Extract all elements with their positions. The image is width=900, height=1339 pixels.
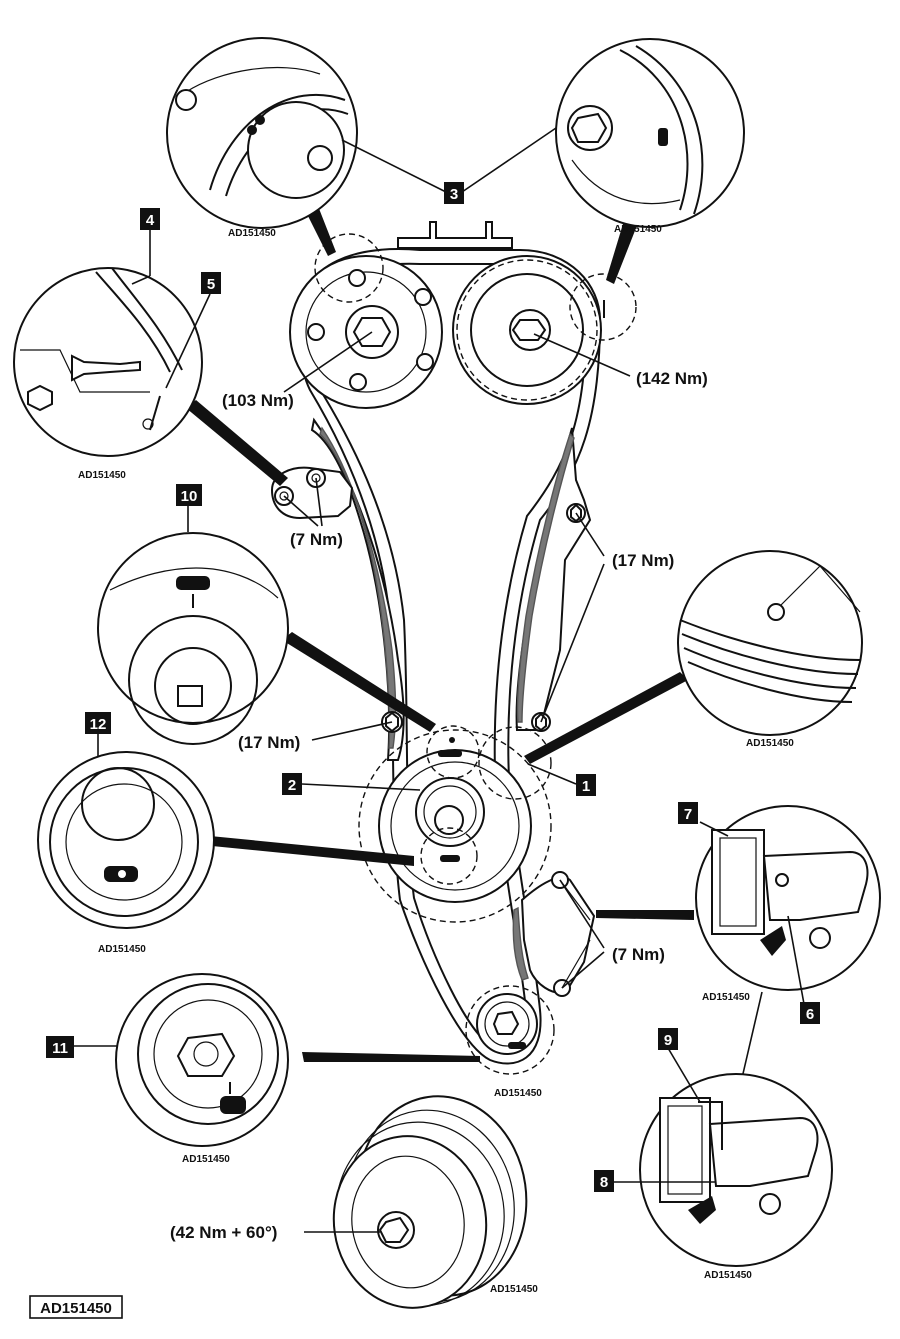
torque-left-guide: (17 Nm) bbox=[238, 721, 393, 752]
oil-pump-sprocket bbox=[465, 985, 555, 1075]
upper-chain-guide bbox=[397, 221, 513, 249]
detail-exhaust-cam-ref: AD151450 bbox=[228, 228, 276, 239]
detail-flywheel-ref: AD151450 bbox=[746, 738, 794, 749]
callout-11: 11 bbox=[46, 1036, 118, 1058]
detail-oil-pump-ref: AD151450 bbox=[182, 1154, 230, 1165]
detail-tensioner-lock bbox=[13, 267, 288, 486]
detail-tensioner-lock-ref: AD151450 bbox=[78, 470, 126, 481]
svg-text:1: 1 bbox=[582, 778, 590, 795]
torque-intake-cam: (142 Nm) bbox=[533, 333, 708, 388]
detail-crank-sprocket-marks bbox=[97, 532, 436, 745]
intake-camshaft-sprocket bbox=[452, 255, 637, 405]
svg-text:9: 9 bbox=[664, 1032, 672, 1049]
detail-oil-pump-sprocket bbox=[115, 973, 480, 1147]
document-id-box: AD151450 bbox=[29, 1295, 123, 1319]
crankshaft-sprocket bbox=[358, 725, 552, 923]
svg-text:11: 11 bbox=[52, 1040, 68, 1057]
detail-intake-cam-marks bbox=[555, 38, 745, 284]
svg-text:3: 3 bbox=[450, 186, 458, 203]
svg-text:2: 2 bbox=[288, 777, 296, 794]
svg-text:(42 Nm + 60°): (42 Nm + 60°) bbox=[170, 1223, 277, 1242]
svg-text:(17 Nm): (17 Nm) bbox=[612, 551, 674, 570]
callout-2: 2 bbox=[282, 773, 421, 795]
svg-text:4: 4 bbox=[146, 212, 155, 229]
svg-text:7: 7 bbox=[684, 806, 692, 823]
detail-crank-gear-ref: AD151450 bbox=[98, 944, 146, 955]
detail-tensioner-release bbox=[596, 805, 881, 991]
detail-crank-gear-marks bbox=[37, 751, 414, 929]
detail-tensioner-pin-ref: AD151450 bbox=[704, 1270, 752, 1281]
callout-4: 4 bbox=[131, 208, 160, 285]
svg-text:6: 6 bbox=[806, 1006, 814, 1023]
torque-right-guide: (17 Nm) bbox=[540, 512, 674, 723]
document-id: AD151450 bbox=[40, 1300, 112, 1317]
oil-pump-sprocket-ref: AD151450 bbox=[494, 1088, 542, 1099]
svg-text:12: 12 bbox=[90, 716, 107, 733]
svg-text:(142 Nm): (142 Nm) bbox=[636, 369, 708, 388]
svg-text:(17 Nm): (17 Nm) bbox=[238, 733, 300, 752]
torque-upper-tensioner: (7 Nm) bbox=[283, 477, 343, 549]
detail-intake-cam-ref: AD151450 bbox=[614, 224, 662, 235]
crank-pulley-ref: AD151450 bbox=[490, 1284, 538, 1295]
crankshaft-pulley bbox=[332, 1095, 528, 1309]
callout-9: 9 bbox=[658, 1028, 701, 1103]
detail-tensioner-pin bbox=[639, 1073, 833, 1267]
svg-text:5: 5 bbox=[207, 276, 215, 293]
torque-lower-tensioner: (7 Nm) bbox=[559, 879, 665, 989]
callout-1: 1 bbox=[527, 763, 596, 796]
right-chain-guide bbox=[515, 427, 592, 732]
svg-text:(103 Nm): (103 Nm) bbox=[222, 391, 294, 410]
detail-link-line bbox=[741, 991, 763, 1079]
exhaust-camshaft-sprocket bbox=[289, 233, 443, 409]
callout-6: 6 bbox=[787, 915, 820, 1024]
callout-12: 12 bbox=[85, 712, 111, 756]
callout-7: 7 bbox=[678, 802, 729, 837]
svg-text:8: 8 bbox=[600, 1174, 608, 1191]
svg-text:(7 Nm): (7 Nm) bbox=[290, 530, 343, 549]
svg-text:(7 Nm): (7 Nm) bbox=[612, 945, 665, 964]
torque-exhaust-cam: (103 Nm) bbox=[222, 331, 373, 410]
detail-exhaust-cam-marks bbox=[166, 37, 358, 256]
torque-crank-pulley: (42 Nm + 60°) bbox=[170, 1223, 380, 1242]
detail-tensioner-release-ref: AD151450 bbox=[702, 992, 750, 1003]
callout-3: 3 bbox=[341, 127, 557, 204]
svg-text:10: 10 bbox=[181, 488, 198, 505]
detail-flywheel-marks bbox=[524, 550, 863, 764]
callout-8: 8 bbox=[594, 1170, 716, 1192]
callout-10: 10 bbox=[176, 484, 202, 532]
callout-5: 5 bbox=[165, 272, 221, 389]
